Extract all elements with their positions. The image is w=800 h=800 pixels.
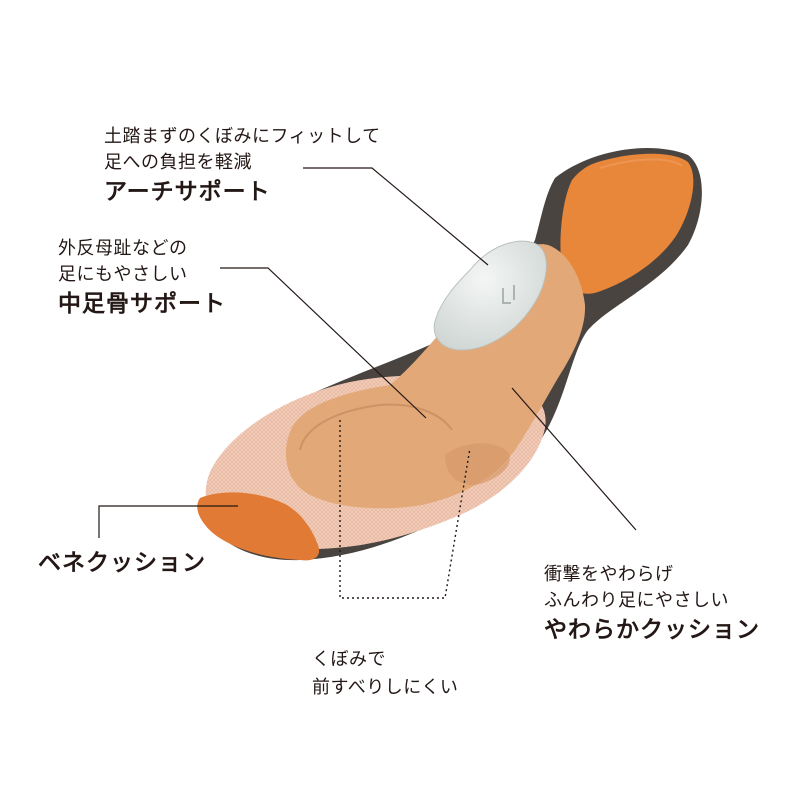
front-hollow: [445, 443, 510, 485]
leader-line-hollow: [339, 420, 471, 599]
arch-support-desc-line1: 土踏まずのくぼみにフィットして: [104, 126, 381, 147]
bene-cushion-title: ベネクッション: [38, 550, 206, 576]
metatarsal-pad-ridge: [299, 403, 453, 451]
arch-support-pad: [433, 240, 547, 351]
soft-cushion-desc-line2: ふんわり足にやさしい: [544, 590, 729, 611]
metatarsal-title: 中足骨サポート: [58, 291, 226, 317]
bene-cushion-pad: [197, 492, 320, 561]
label-soft-cushion: 衝撃をやわらげ ふんわり足にやさしい やわらかクッション: [544, 562, 760, 646]
label-arch-support: 土踏まずのくぼみにフィットして 足への負担を軽減 アーチサポート: [104, 124, 381, 208]
soft-cushion-title: やわらかクッション: [544, 617, 760, 643]
leader-line-metatarsal: [220, 267, 427, 419]
soft-cushion-desc-line1: 衝撃をやわらげ: [544, 564, 674, 585]
hollow-desc-line1: くぼみで: [312, 649, 386, 670]
leader-line-cushion: [511, 387, 637, 531]
heel-pad: [560, 153, 694, 294]
heel-pad-highlight: [599, 158, 683, 169]
metatarsal-desc-line1: 外反母趾などの: [58, 238, 188, 259]
arch-support-desc-line2: 足への負担を軽減: [104, 152, 252, 173]
leader-line-arch: [303, 167, 489, 266]
arch-pad-logo-icon: [502, 285, 515, 304]
label-bene-cushion: ベネクッション: [38, 547, 206, 579]
label-metatarsal-support: 外反母趾などの 足にもやさしい 中足骨サポート: [58, 236, 226, 320]
arch-support-title: アーチサポート: [104, 179, 271, 205]
metatarsal-desc-line2: 足にもやさしい: [58, 264, 188, 285]
leader-line-bene: [98, 505, 238, 538]
label-hollow-anti-slip: くぼみで 前すべりしにくい: [312, 646, 458, 702]
hollow-desc-line2: 前すべりしにくい: [312, 677, 459, 698]
